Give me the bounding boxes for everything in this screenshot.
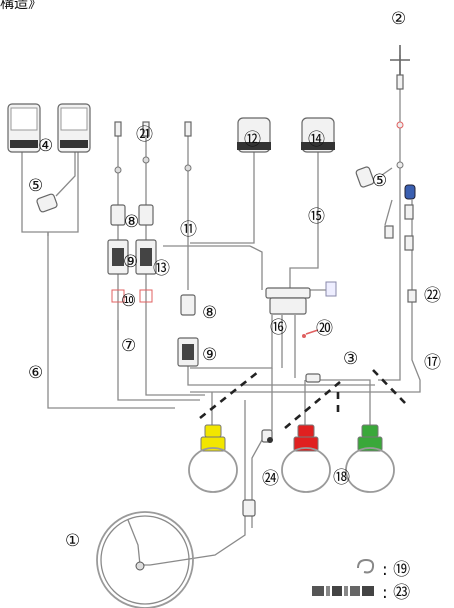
loop-red: [281, 424, 331, 493]
callout-20: ⑳: [316, 319, 333, 339]
legend-label-23: : ㉓: [382, 583, 410, 603]
clamp-3: [305, 373, 321, 383]
loop-yellow: [188, 424, 238, 493]
filters-9: [107, 239, 199, 367]
connector-24: [261, 429, 273, 443]
callout-10: ⑩: [121, 291, 136, 311]
callout-5-left: ⑤: [28, 176, 43, 196]
manifold-hub-16: [265, 281, 337, 315]
callout-17: ⑰: [424, 353, 441, 373]
callout-5-right: ⑤: [372, 171, 387, 191]
callout-7: ⑦: [121, 336, 136, 356]
callout-24: ㉔: [262, 469, 279, 489]
callout-21: ㉑: [136, 125, 153, 145]
legend: : ⑲ : ㉓: [312, 558, 410, 603]
legend-label-19: : ⑲: [382, 560, 410, 580]
legend-item-23: : ㉓: [312, 583, 410, 603]
dashed-lines: [199, 369, 407, 429]
callout-2: ②: [391, 9, 406, 29]
bag-pair-4: [7, 103, 91, 153]
callout-16: ⑯: [270, 318, 287, 338]
connector-strip-icon: [312, 586, 374, 596]
callout-labels: ① ② ③ ④ ⑤ ⑤ ⑥ ⑦ ⑧ ⑧ ⑨ ⑨ ⑩ ⑪ ⑫ ⑬ ⑭ ⑮ ⑯ ⑰ …: [28, 9, 441, 551]
callout-12: ⑫: [244, 130, 261, 150]
callout-11: ⑪: [180, 220, 197, 240]
clamp-5-left: [36, 193, 58, 213]
callout-14: ⑭: [308, 130, 325, 150]
header-title: 構造》: [0, 0, 42, 12]
callout-18: ⑱: [333, 468, 350, 488]
bag-12: [237, 117, 271, 153]
callout-8-right: ⑧: [202, 303, 217, 323]
clamp-20: [302, 329, 319, 338]
clamp-ring-icon: [357, 558, 375, 574]
pump-loops: [188, 424, 395, 493]
spike-set-21: [114, 121, 192, 174]
loop-green: [345, 424, 395, 493]
callout-22: ㉒: [424, 286, 441, 306]
bag-14: [301, 117, 335, 153]
drip-chambers-8: [110, 204, 196, 316]
callout-9-left: ⑨: [123, 252, 138, 272]
callout-13: ⑬: [153, 259, 170, 279]
legend-item-19: : ⑲: [357, 558, 410, 580]
loop-1: [96, 511, 194, 608]
clamp-5-right: [355, 166, 375, 188]
callout-1: ①: [65, 531, 80, 551]
main-line-fitting: [242, 499, 256, 517]
callout-8-left: ⑧: [124, 212, 139, 232]
callout-4: ④: [38, 136, 53, 156]
roller-clamps-10: [111, 289, 153, 303]
callout-3: ③: [343, 349, 358, 369]
callout-9-right: ⑨: [202, 345, 217, 365]
callout-6: ⑥: [28, 363, 43, 383]
callout-15: ⑮: [308, 207, 325, 227]
iv-line-2: [384, 45, 417, 303]
